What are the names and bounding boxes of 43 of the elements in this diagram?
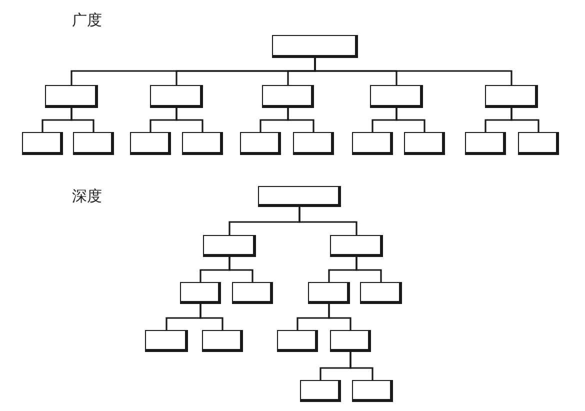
tree-box [22, 132, 63, 155]
tree-box [145, 330, 188, 352]
connector-line [328, 304, 352, 330]
heading-label: 广度 [72, 12, 102, 28]
connector-line [356, 257, 382, 282]
connector-line [176, 108, 204, 132]
tree-box [45, 85, 98, 108]
tree-box [308, 282, 350, 304]
tree-box [73, 132, 114, 155]
connector-line [298, 207, 358, 235]
tree-box [330, 330, 371, 352]
tree-box [277, 330, 318, 352]
tree-box [182, 132, 223, 155]
tree-box [232, 282, 273, 304]
connector-line [70, 108, 94, 132]
tree-box [130, 132, 171, 155]
connector-line [396, 108, 426, 132]
connector-line [350, 352, 374, 380]
connector-line [200, 304, 224, 330]
tree-box [300, 380, 341, 402]
tree-box [330, 235, 383, 257]
tree-box [518, 132, 559, 155]
tree-box [258, 186, 341, 207]
heading-label: 深度 [72, 188, 102, 204]
tree-box [203, 235, 256, 257]
tree-box [404, 132, 445, 155]
tree-box [370, 85, 423, 108]
tree-box [202, 330, 243, 352]
tree-box [180, 282, 221, 304]
tree-box [352, 380, 393, 402]
tree-box [352, 132, 393, 155]
tree-box [360, 282, 402, 304]
tree-box [150, 85, 203, 108]
tree-box [465, 132, 506, 155]
tree-box [262, 85, 314, 108]
connector-line [314, 58, 512, 85]
connector-line [510, 108, 540, 132]
tree-box [272, 35, 358, 58]
connector-line [228, 257, 254, 282]
tree-box [485, 85, 538, 108]
connector-line [287, 108, 314, 132]
tree-box [293, 132, 334, 155]
tree-box [240, 132, 281, 155]
